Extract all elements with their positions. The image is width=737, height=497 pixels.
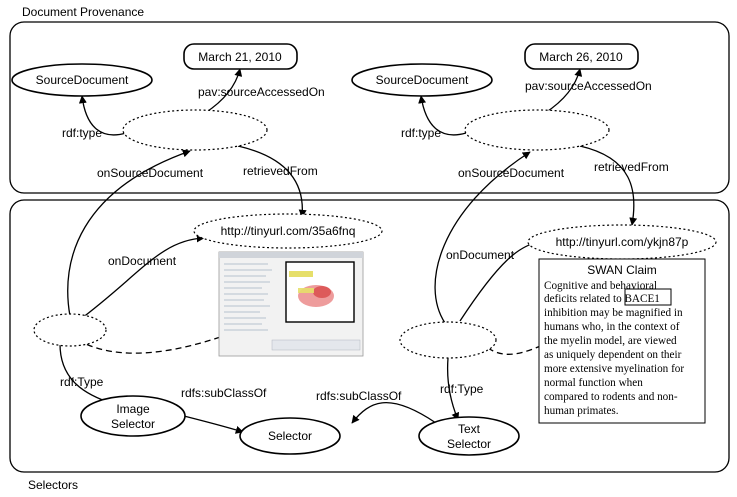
bace1-highlight-box	[624, 288, 672, 306]
swan-claim-line-7: more extensive myelination for	[544, 363, 684, 375]
image-selector-node	[80, 395, 186, 437]
edge-right-rdf-type	[418, 95, 467, 136]
text-selector-node	[418, 416, 520, 456]
edge-left-selector-to-image	[77, 301, 301, 354]
edge-left-retrieved-from	[237, 145, 307, 218]
swan-claim-line-2: deficits related to BACE1	[544, 293, 660, 305]
document-provenance-title: Document Provenance	[22, 5, 144, 19]
right-source-document-label: SourceDocument	[376, 73, 469, 87]
swan-claim-line-4: humans who, in the context of	[544, 321, 680, 333]
swan-claim-line-9: compared to rodents and non-	[544, 391, 678, 403]
right-provenance-blank-node	[464, 109, 610, 151]
left-retrieved-from-label: retrievedFrom	[243, 164, 318, 178]
right-url-label: http://tinyurl.com/ykjn87p	[556, 235, 689, 249]
right-url-node	[527, 224, 717, 260]
edge-right-accessed-on	[544, 68, 583, 114]
right-retrieved-from-label: retrievedFrom	[594, 160, 669, 174]
right-on-document-label: onDocument	[446, 248, 515, 262]
left-on-source-document-label: onSourceDocument	[97, 166, 204, 180]
right-accessed-on-label: pav:sourceAccessedOn	[525, 79, 652, 93]
right-on-source-document-label: onSourceDocument	[458, 166, 565, 180]
selector-label: Selector	[268, 429, 312, 443]
left-rdf-type-upper-label: rdf:Type	[60, 375, 104, 389]
text-selector-label-1: Text	[458, 422, 481, 436]
swan-claim-line-8: normal function when	[544, 377, 643, 389]
right-date-label: March 26, 2010	[539, 50, 623, 64]
left-provenance-blank-node	[122, 109, 268, 151]
right-date-node	[524, 43, 639, 70]
left-on-document-label: onDocument	[108, 254, 177, 268]
edge-right-retrieved-from	[579, 145, 638, 226]
left-url-node	[193, 213, 383, 249]
right-selector-blank-node	[399, 321, 497, 359]
right-rdf-type-label: rdf:type	[401, 126, 441, 140]
left-date-node	[183, 43, 298, 70]
swan-claim-line-10: human primates.	[544, 405, 619, 417]
swan-claim-line-3: inhibition may be magnified in	[544, 307, 683, 319]
swan-claim-line-6: as uniquely dependent on their	[544, 349, 682, 361]
left-source-document-label: SourceDocument	[36, 73, 129, 87]
left-accessed-on-label: pav:sourceAccessedOn	[198, 85, 325, 99]
left-url-label: http://tinyurl.com/35a6fnq	[221, 224, 356, 238]
edge-right-rdf-type-text	[446, 357, 460, 421]
swan-claim-line-1: Cognitive and behavioral	[544, 280, 657, 292]
swan-claim-box: SWAN Claim Cognitive and behavioral defi…	[538, 258, 706, 424]
right-source-document-node	[351, 63, 493, 97]
left-source-document-node	[11, 63, 153, 97]
swan-claim-title: SWAN Claim	[587, 263, 657, 277]
left-selector-blank-node	[33, 313, 107, 347]
image-selector-label-1: Image	[116, 402, 150, 416]
edge-left-on-source-document	[67, 149, 191, 317]
edge-text-subclass	[351, 401, 437, 424]
swan-claim-line-5: the myelin model, are viewed	[544, 335, 677, 347]
edge-left-rdf-type	[78, 95, 127, 136]
right-rdf-type-upper-label: rdf:Type	[440, 382, 484, 396]
selectors-title: Selectors	[28, 478, 78, 492]
left-rdf-type-label: rdf:type	[62, 126, 102, 140]
image-selector-label-2: Selector	[111, 417, 155, 431]
left-date-label: March 21, 2010	[198, 50, 282, 64]
edge-left-on-document	[77, 234, 205, 322]
text-subclass-label: rdfs:subClassOf	[316, 389, 402, 403]
text-selector-label-2: Selector	[447, 437, 491, 451]
selector-node	[239, 417, 341, 455]
image-subclass-label: rdfs:subClassOf	[181, 386, 267, 400]
edge-right-on-source-document	[434, 151, 531, 324]
edge-left-accessed-on	[204, 68, 243, 114]
document-screenshot-image	[218, 251, 364, 357]
